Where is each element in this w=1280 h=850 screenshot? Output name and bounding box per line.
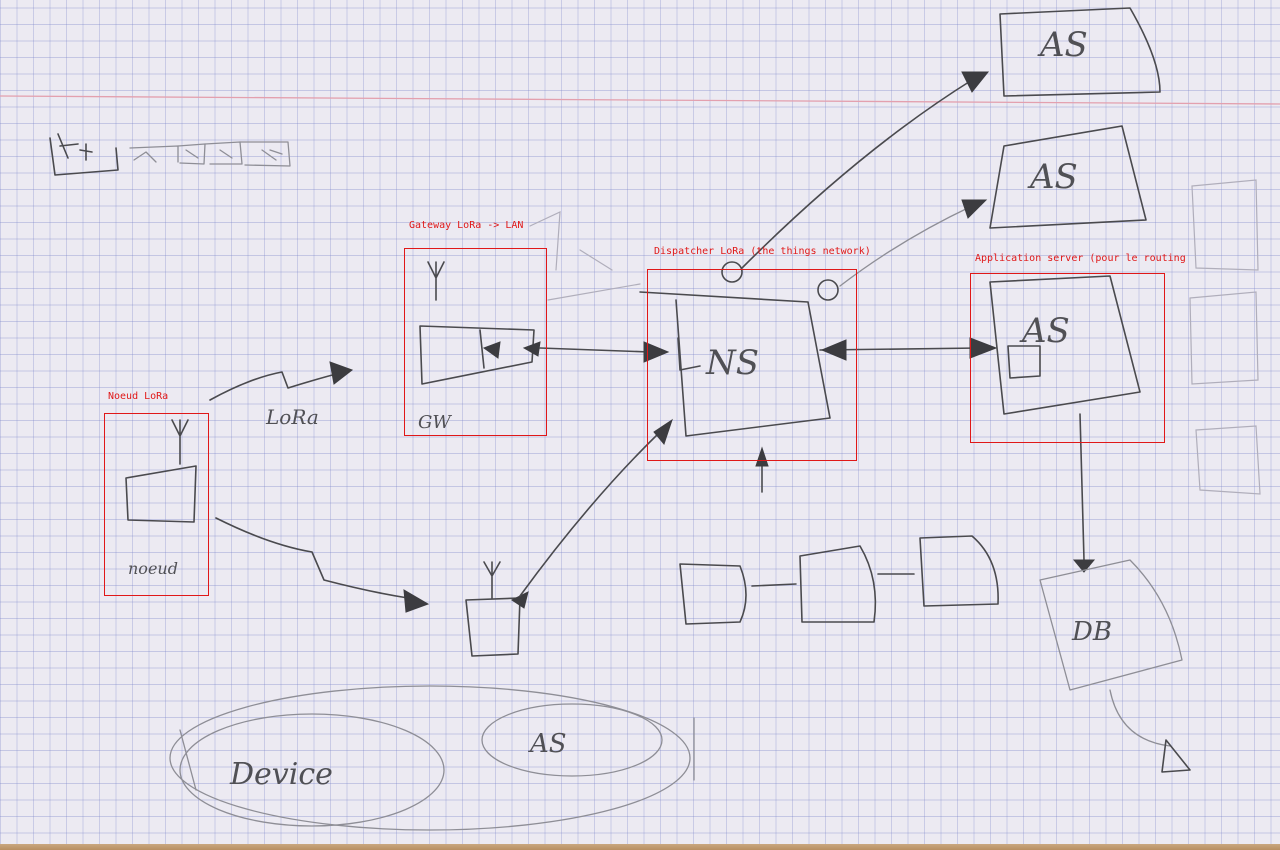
annotation-appserver-label: Application server (pour le routing: [975, 253, 1186, 264]
node-drawing: [125, 419, 197, 523]
as-main-label: AS: [1019, 311, 1070, 351]
faint-scribble: [529, 211, 641, 301]
as-top-2-drawing: [989, 125, 1147, 229]
device-ellipse-drawing: [169, 685, 695, 831]
gateway-drawing: [419, 261, 541, 385]
gw-to-ns-arrow: [539, 341, 670, 363]
legend-scribble: [49, 133, 291, 176]
annotation-gateway-box: [404, 248, 547, 436]
as-to-db-arrow: [1072, 413, 1096, 573]
annotation-dispatcher-label: Dispatcher LoRa (the things network): [654, 246, 871, 257]
annotation-gateway-label: Gateway LoRa -> LAN: [409, 220, 524, 231]
db-drawing: [1039, 559, 1191, 773]
ns-drawing: [639, 261, 839, 493]
faint-as-boxes: [1189, 179, 1261, 495]
gw-label: GW: [418, 412, 452, 433]
ns-to-as-arrows: [741, 71, 990, 287]
annotation-node-label: Noeud LoRa: [108, 391, 169, 402]
lora-label: LoRa: [265, 405, 319, 429]
chain-boxes: [679, 535, 999, 625]
device-label: Device: [229, 757, 333, 792]
db-label: DB: [1071, 617, 1112, 647]
node-to-antenna-arrow: [215, 517, 430, 613]
as-top-2-label: AS: [1027, 157, 1078, 197]
antenna-to-ns-arrow: [519, 418, 673, 597]
node-label: noeud: [128, 559, 178, 578]
ns-label: NS: [705, 343, 759, 383]
as-top-1-drawing: [999, 7, 1161, 97]
annotation-dispatcher-box: [647, 269, 857, 461]
margin-line: [0, 95, 1280, 105]
lora-link-arrow: [209, 361, 354, 401]
ns-to-as-arrow: [819, 337, 998, 361]
bottom-as-label: AS: [528, 729, 567, 759]
as-top-1-label: AS: [1037, 25, 1088, 65]
annotation-appserver-box: [970, 273, 1165, 443]
secondary-gateway-drawing: [465, 561, 529, 657]
as-main-drawing: [989, 275, 1141, 415]
annotation-node-box: [104, 413, 209, 596]
